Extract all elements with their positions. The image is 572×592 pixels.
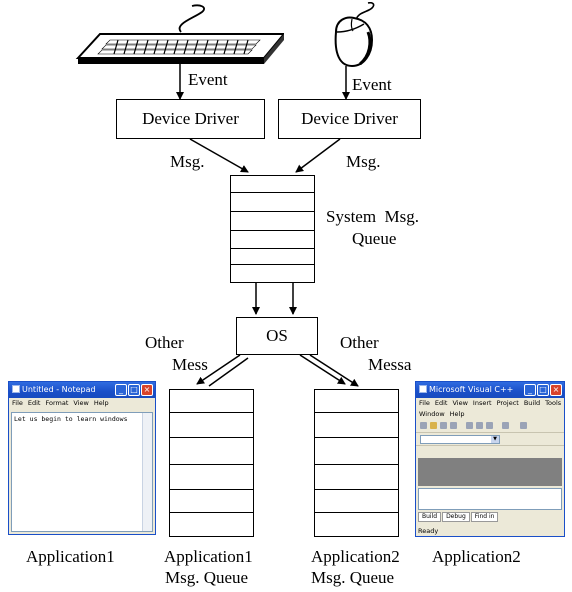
menu-build[interactable]: Build: [523, 399, 541, 407]
app2-label: Application2: [432, 547, 521, 566]
notepad-text-area[interactable]: Let us begin to learn windows: [11, 412, 153, 532]
system-message-queue: [230, 175, 315, 283]
tab-build[interactable]: Build: [418, 512, 442, 522]
other-label-right-2: Messa: [368, 355, 412, 374]
chevron-down-icon: ▼: [491, 436, 499, 443]
menu-window[interactable]: Window: [419, 410, 445, 418]
arrow-driver-right-to-queue: [295, 138, 341, 173]
open-icon[interactable]: [430, 422, 437, 429]
menu-format[interactable]: Format: [45, 399, 69, 407]
cut-icon[interactable]: [466, 422, 473, 429]
app1-queue-label-line1: Application1: [164, 547, 253, 566]
arrow-os-to-app2-queue-b: [309, 354, 359, 387]
close-button[interactable]: ×: [141, 384, 153, 396]
app1-message-queue: [169, 389, 254, 537]
vcpp-title: Microsoft Visual C++: [429, 385, 514, 394]
vcpp-output-pane[interactable]: [418, 488, 562, 510]
arrow-os-to-app2-queue-a: [299, 354, 346, 385]
system-queue-label-line1: System Msg.: [326, 207, 420, 226]
other-label-right-1: Other: [340, 333, 379, 352]
workspace-combo[interactable]: ▼: [420, 435, 500, 444]
mouse-icon: [334, 2, 375, 68]
menu-tools[interactable]: Tools: [545, 399, 562, 407]
vcpp-app-icon: [419, 385, 427, 393]
new-icon[interactable]: [420, 422, 427, 429]
notepad-menubar: File Edit Format View Help: [9, 398, 155, 409]
menu-edit[interactable]: Edit: [27, 399, 41, 407]
vcpp-window: Microsoft Visual C++ _ □ × File Edit View I…: [415, 381, 565, 537]
keyboard-icon: [75, 4, 284, 64]
app2-message-queue: [314, 389, 399, 537]
arrow-os-to-app1-queue-a: [196, 354, 241, 385]
menu-help[interactable]: Help: [449, 410, 465, 418]
other-label-left-1: Other: [145, 333, 184, 352]
vcpp-menubar-row2: Window Help: [416, 409, 564, 420]
vcpp-toolbar: [416, 420, 564, 433]
app1-label: Application1: [26, 547, 115, 566]
menu-view[interactable]: View: [73, 399, 89, 407]
arrow-os-to-app1-queue-b: [208, 357, 249, 387]
menu-insert[interactable]: Insert: [472, 399, 492, 407]
notepad-scrollbar[interactable]: [142, 413, 152, 531]
paste-icon[interactable]: [486, 422, 493, 429]
maximize-button[interactable]: □: [128, 384, 140, 396]
os-box: OS: [236, 317, 318, 355]
vcpp-status-text: Ready: [418, 527, 439, 535]
app2-queue-label-line2: Msg. Queue: [311, 568, 395, 587]
other-label-left-2: Mess: [172, 355, 208, 374]
redo-icon[interactable]: [520, 422, 527, 429]
vcpp-menubar: File Edit View Insert Project Build Tools: [416, 398, 564, 409]
system-queue-label-line2: Queue: [352, 229, 397, 248]
app2-queue-label-line1: Application2: [311, 547, 400, 566]
menu-file[interactable]: File: [419, 399, 430, 407]
notepad-text: Let us begin to learn windows: [14, 415, 128, 423]
arrow-driver-left-to-queue: [189, 138, 249, 173]
menu-edit[interactable]: Edit: [434, 399, 448, 407]
device-driver-left: Device Driver: [116, 99, 265, 139]
undo-icon[interactable]: [502, 422, 509, 429]
msg-label-left: Msg.: [170, 152, 205, 171]
tab-debug[interactable]: Debug: [442, 512, 470, 522]
menu-file[interactable]: File: [12, 399, 23, 407]
vcpp-toolbar-row2: ▼: [416, 433, 564, 446]
notepad-app-icon: [12, 385, 20, 393]
device-driver-right: Device Driver: [278, 99, 421, 139]
minimize-button[interactable]: _: [524, 384, 536, 396]
tab-find-in[interactable]: Find in: [470, 512, 499, 522]
vcpp-titlebar[interactable]: Microsoft Visual C++ _ □ ×: [416, 382, 564, 398]
notepad-title: Untitled - Notepad: [22, 385, 96, 394]
app1-queue-label-line2: Msg. Queue: [165, 568, 249, 587]
vcpp-workspace-area: [418, 458, 562, 486]
close-button[interactable]: ×: [550, 384, 562, 396]
copy-icon[interactable]: [476, 422, 483, 429]
menu-project[interactable]: Project: [496, 399, 519, 407]
notepad-window: Untitled - Notepad _ □ × File Edit Format V…: [8, 381, 156, 535]
event-label-left: Event: [188, 70, 228, 89]
msg-label-right: Msg.: [346, 152, 381, 171]
menu-help[interactable]: Help: [93, 399, 109, 407]
notepad-titlebar[interactable]: Untitled - Notepad _ □ ×: [9, 382, 155, 398]
maximize-button[interactable]: □: [537, 384, 549, 396]
save-all-icon[interactable]: [450, 422, 457, 429]
minimize-button[interactable]: _: [115, 384, 127, 396]
save-icon[interactable]: [440, 422, 447, 429]
menu-view[interactable]: View: [452, 399, 468, 407]
event-label-right: Event: [352, 75, 392, 94]
